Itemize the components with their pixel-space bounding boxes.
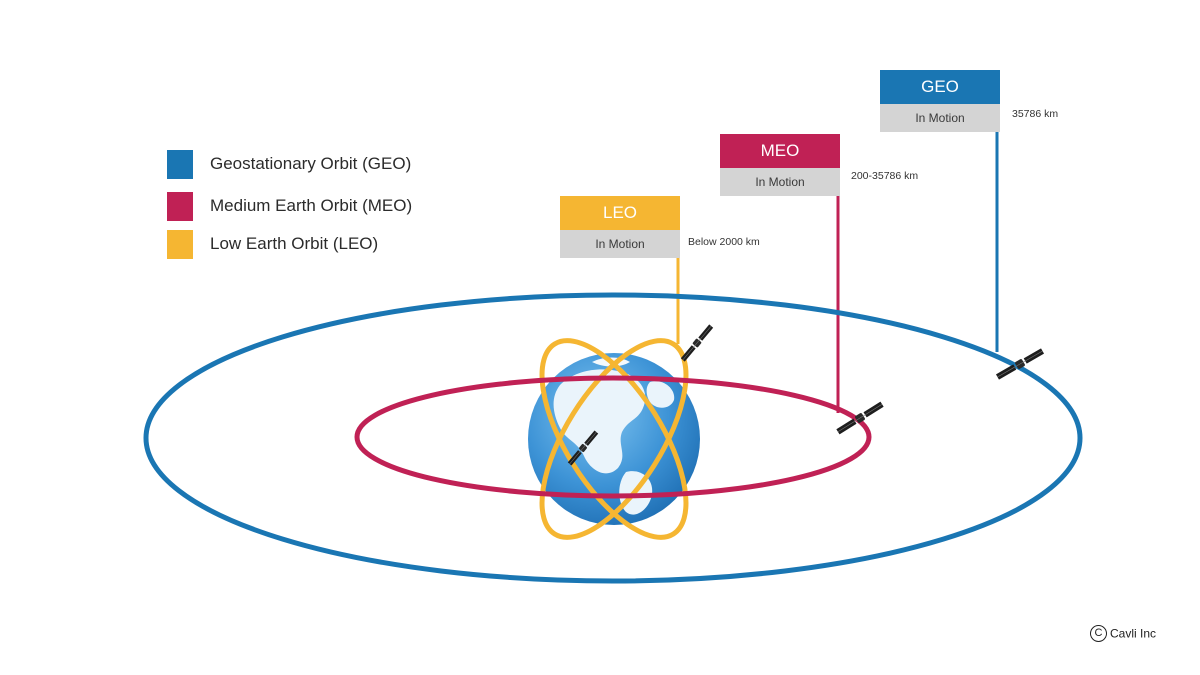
legend-item-leo: Low Earth Orbit (LEO) — [167, 230, 497, 260]
leo-flag-title: LEO — [560, 196, 680, 230]
leo-orbit-ring-2 — [539, 338, 689, 540]
geo-flag-title: GEO — [880, 70, 1000, 104]
legend-label-geo: Geostationary Orbit (GEO) — [210, 154, 412, 173]
geo-flag: GEO In Motion — [880, 70, 1000, 132]
meo-flag-title: MEO — [720, 134, 840, 168]
leo-altitude-label: Below 2000 km — [688, 236, 760, 248]
geo-altitude-label: 35786 km — [1012, 108, 1059, 120]
copyright-icon: C — [1090, 625, 1107, 642]
legend-item-geo: Geostationary Orbit (GEO) — [167, 150, 497, 180]
geo-orbit-ring — [143, 292, 1083, 584]
legend-swatch-geo — [167, 150, 193, 179]
satellite-icon — [679, 323, 715, 363]
meo-altitude-label: 200-35786 km — [851, 170, 919, 182]
leo-orbit-ring-1 — [539, 338, 689, 540]
credit-text: Cavli Inc — [1110, 626, 1157, 641]
legend-swatch-leo — [167, 230, 193, 259]
legend-swatch-meo — [167, 192, 193, 221]
leo-flag-status: In Motion — [560, 230, 680, 258]
legend-label-leo: Low Earth Orbit (LEO) — [210, 234, 379, 253]
legend-item-meo: Medium Earth Orbit (MEO) — [167, 192, 497, 222]
meo-orbit-ring — [354, 375, 872, 499]
meo-flag: MEO In Motion — [720, 134, 840, 196]
leo-flag: LEO In Motion — [560, 196, 680, 258]
geo-flag-status: In Motion — [880, 104, 1000, 132]
meo-flag-status: In Motion — [720, 168, 840, 196]
satellite-icon — [835, 400, 885, 436]
legend-label-meo: Medium Earth Orbit (MEO) — [210, 196, 413, 215]
